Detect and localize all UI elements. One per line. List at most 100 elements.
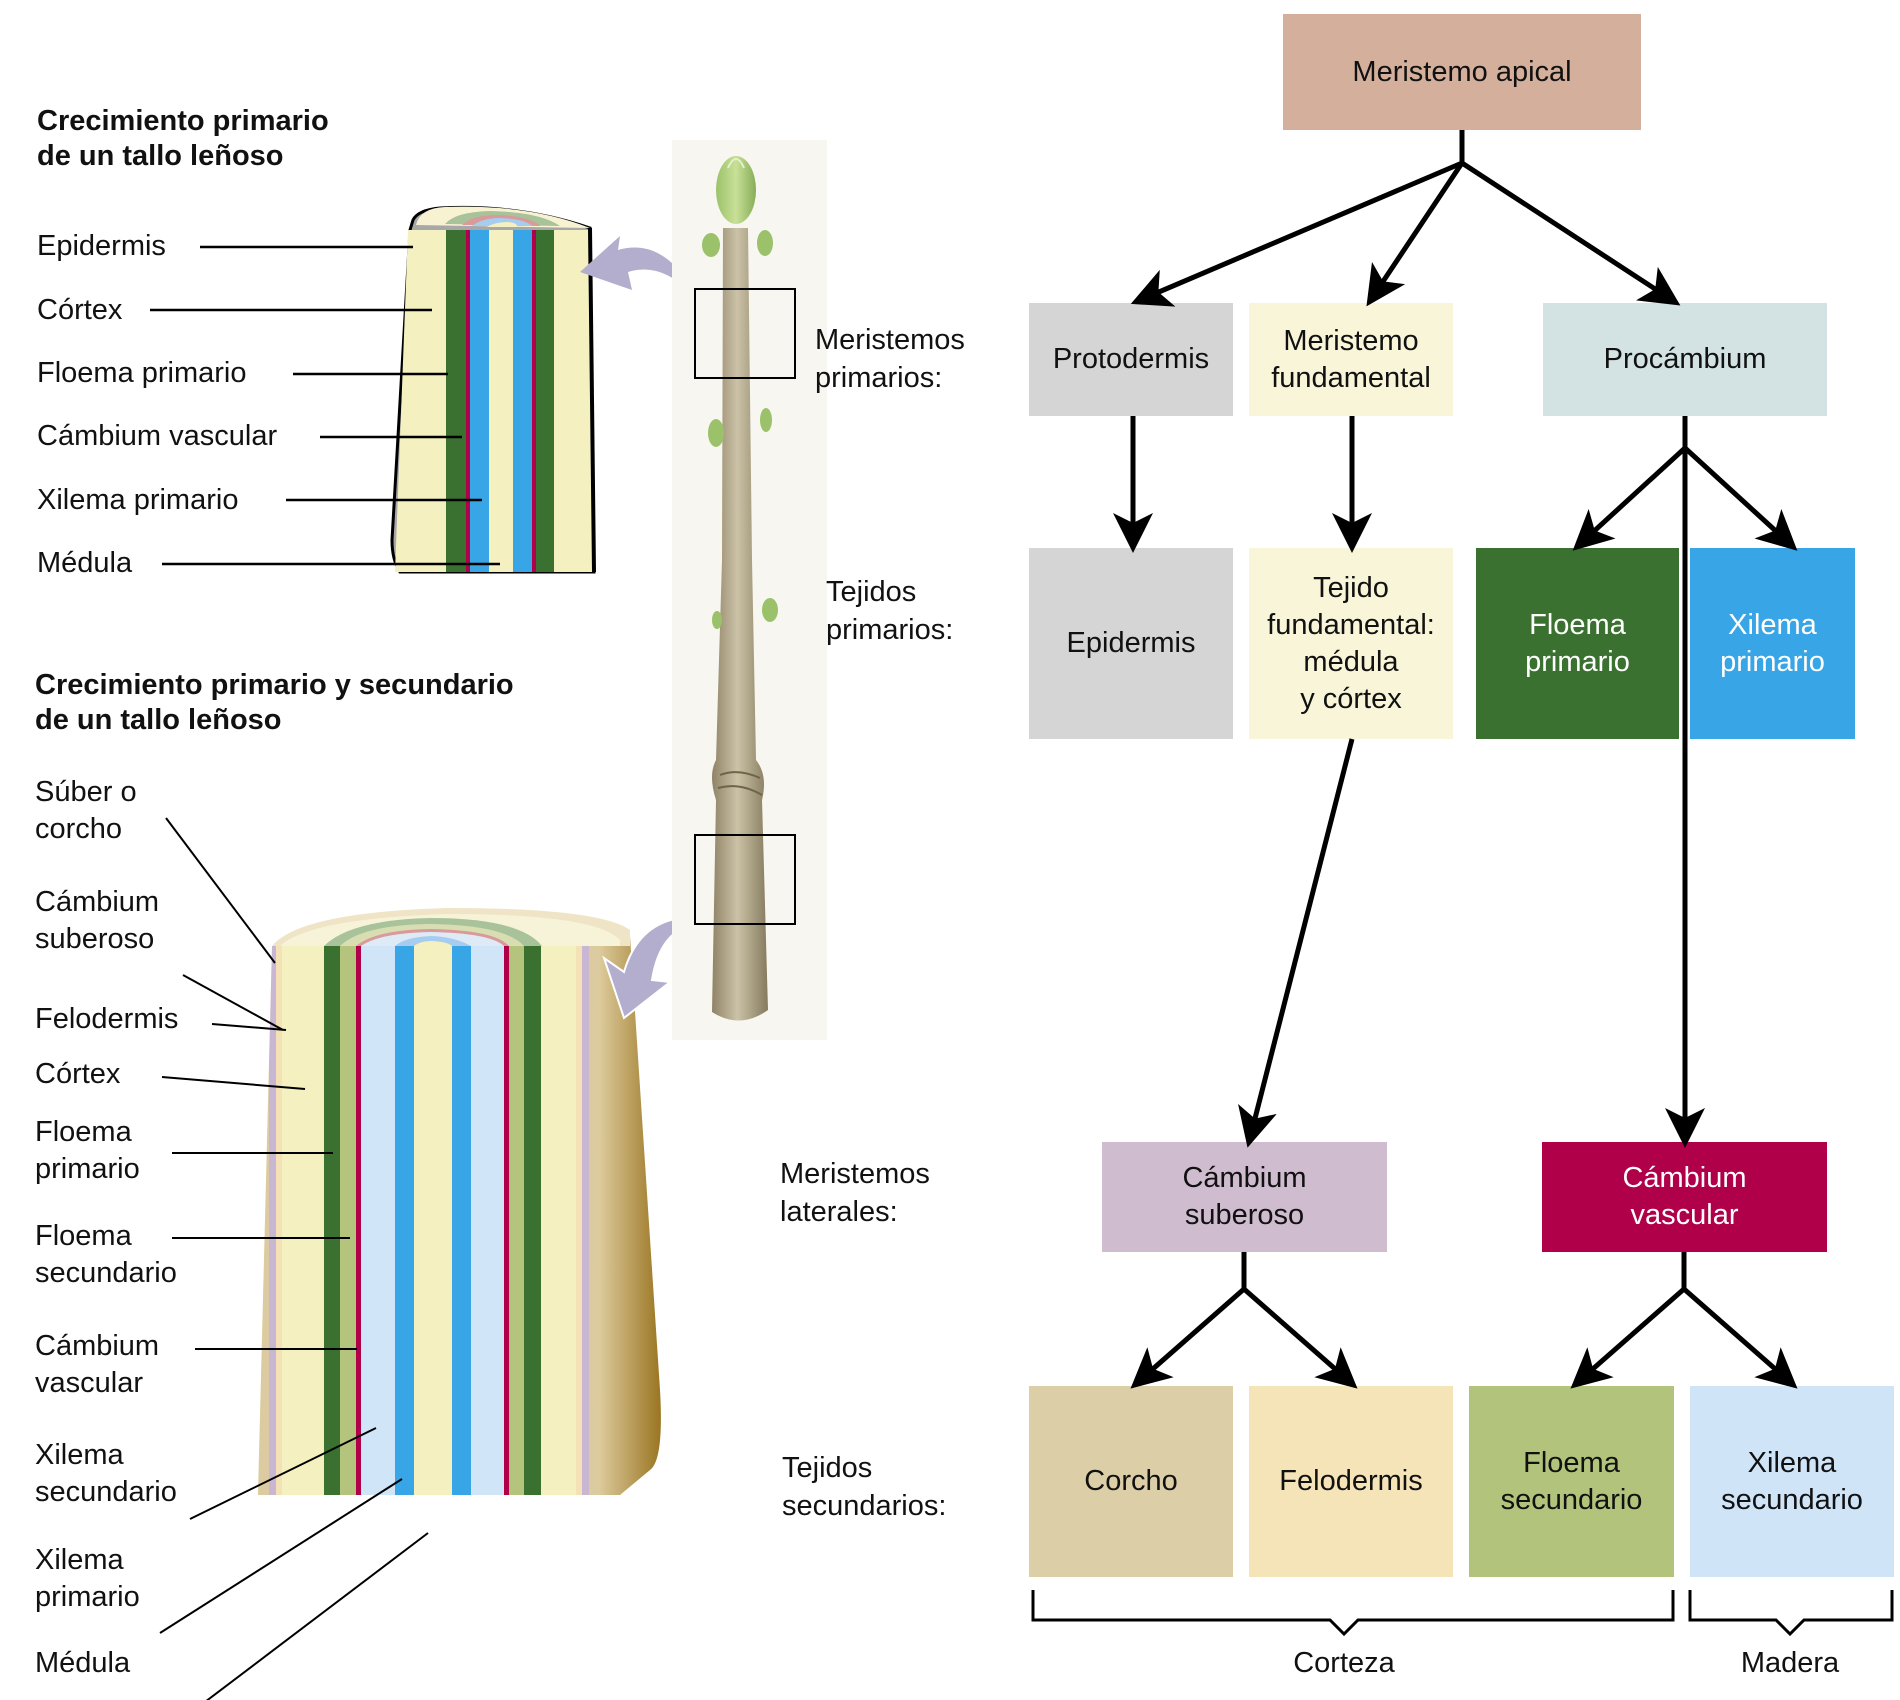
label-pith: Médula bbox=[37, 547, 133, 579]
box-vascular-cambium: Cámbium vascular bbox=[1542, 1142, 1827, 1252]
box-label-line: Meristemo bbox=[1283, 324, 1419, 357]
cork-cambium-layer bbox=[582, 946, 589, 1495]
label-line: Médula bbox=[35, 1647, 131, 1679]
row-label-line: Meristemos bbox=[780, 1158, 930, 1190]
vascular-cambium-band bbox=[356, 946, 361, 1495]
primary-phloem-band bbox=[524, 946, 541, 1495]
label-primary-xylem-2: Xilema primario bbox=[35, 1542, 140, 1616]
bark-bracket bbox=[1031, 1590, 1675, 1637]
label-line: Cámbium bbox=[35, 886, 160, 918]
secondary-phloem-band bbox=[509, 946, 524, 1495]
lateral-bud bbox=[760, 408, 772, 432]
secondary-region-marker bbox=[694, 834, 796, 925]
cambium-band bbox=[532, 230, 536, 572]
box-epidermis: Epidermis bbox=[1029, 548, 1233, 739]
primary-region-marker bbox=[694, 288, 796, 379]
box-apical-meristem: Meristemo apical bbox=[1283, 14, 1641, 130]
box-label-line: Cámbium bbox=[1622, 1162, 1747, 1194]
label-line: Cámbium bbox=[35, 1330, 160, 1362]
label-line: Floema bbox=[35, 1220, 132, 1252]
wood-bracket bbox=[1688, 1590, 1894, 1637]
zoom-arrow-primary bbox=[580, 236, 690, 292]
cambium-band bbox=[466, 230, 470, 572]
row-label-line: primarios: bbox=[815, 362, 943, 394]
wood-label: Madera bbox=[1740, 1647, 1840, 1679]
row-label-line: Tejidos bbox=[826, 576, 917, 608]
box-label-line: primario bbox=[1720, 645, 1825, 678]
box-label: Epidermis bbox=[1067, 625, 1196, 662]
arrow-procambium-to-primary-phloem bbox=[1572, 446, 1687, 551]
pith-band bbox=[489, 230, 513, 572]
arrow-procambium-to-primary-xylem bbox=[1683, 446, 1798, 551]
box-label: Protodermis bbox=[1053, 341, 1209, 378]
box-label-line: Felodermis bbox=[1279, 1465, 1423, 1497]
box-label-line: secundario bbox=[1721, 1483, 1863, 1516]
label-primary-phloem: Floema primario bbox=[37, 357, 247, 389]
label-cortex: Córtex bbox=[37, 294, 123, 326]
label-line: vascular bbox=[35, 1367, 143, 1399]
terminal-bud bbox=[716, 156, 756, 224]
phloem-band bbox=[536, 230, 554, 572]
arrow-cork-cambium-to-phelloderm bbox=[1242, 1287, 1358, 1389]
label-secondary-phloem: Floema secundario bbox=[35, 1218, 177, 1292]
row-label-line: secundarios: bbox=[782, 1490, 947, 1522]
box-label-line: Floema bbox=[1523, 1446, 1620, 1479]
cork-cambium-layer bbox=[269, 946, 276, 1495]
box-label: Corcho bbox=[1084, 1463, 1178, 1500]
primary-leader-lines bbox=[150, 245, 500, 566]
row-label-primary-meristems: Meristemos primarios: bbox=[815, 321, 965, 397]
box-label: Cámbium vascular bbox=[1622, 1160, 1746, 1234]
box-label-line: vascular bbox=[1630, 1199, 1739, 1231]
label-line: corcho bbox=[35, 813, 123, 845]
primary-xylem-band bbox=[395, 946, 414, 1495]
row-label-primary-tissues: Tejidos primarios: bbox=[826, 573, 953, 649]
box-protodermis: Protodermis bbox=[1029, 303, 1233, 416]
row-label-line: Tejidos bbox=[782, 1452, 873, 1484]
label-cortex-2: Córtex bbox=[35, 1056, 120, 1093]
box-label-line: Meristemo apical bbox=[1352, 55, 1572, 88]
box-procambium: Procámbium bbox=[1543, 303, 1827, 416]
box-cork: Corcho bbox=[1029, 1386, 1233, 1577]
secondary-phloem-band bbox=[340, 946, 356, 1495]
label-epidermis: Epidermis bbox=[37, 230, 166, 262]
xylem-band bbox=[470, 230, 489, 572]
label-line: secundario bbox=[35, 1476, 177, 1508]
secondary-xylem-band bbox=[471, 946, 504, 1495]
label-cork: Súber o corcho bbox=[35, 774, 137, 848]
label-line: Xilema bbox=[35, 1439, 124, 1471]
box-label-line: médula bbox=[1303, 645, 1399, 678]
label-vascular-cambium: Cámbium vascular bbox=[37, 420, 278, 452]
box-label-line: Corcho bbox=[1084, 1465, 1178, 1497]
label-line: Xilema bbox=[35, 1544, 124, 1576]
title-line: Crecimiento primario bbox=[37, 105, 329, 137]
arrow-apical-to-ground-meristem bbox=[1366, 161, 1465, 307]
box-label: Procámbium bbox=[1604, 341, 1767, 378]
box-label: Felodermis bbox=[1279, 1463, 1422, 1500]
row-label-secondary-tissues: Tejidos secundarios: bbox=[782, 1449, 946, 1525]
title-line: de un tallo leñoso bbox=[35, 704, 282, 736]
box-label-line: Tejido bbox=[1313, 571, 1389, 604]
phloem-band bbox=[446, 230, 466, 572]
box-label-line: fundamental: bbox=[1267, 608, 1435, 641]
box-label-line: suberoso bbox=[1184, 1199, 1305, 1231]
phelloderm-layer bbox=[576, 946, 582, 1495]
label-line: Felodermis bbox=[35, 1003, 179, 1035]
primary-phloem-band bbox=[324, 946, 340, 1495]
lateral-bud bbox=[708, 419, 724, 447]
label-line: suberoso bbox=[35, 923, 155, 955]
arrow-vascular-cambium-to-secondary-xylem bbox=[1682, 1287, 1798, 1389]
row-label-line: Meristemos bbox=[815, 324, 965, 356]
